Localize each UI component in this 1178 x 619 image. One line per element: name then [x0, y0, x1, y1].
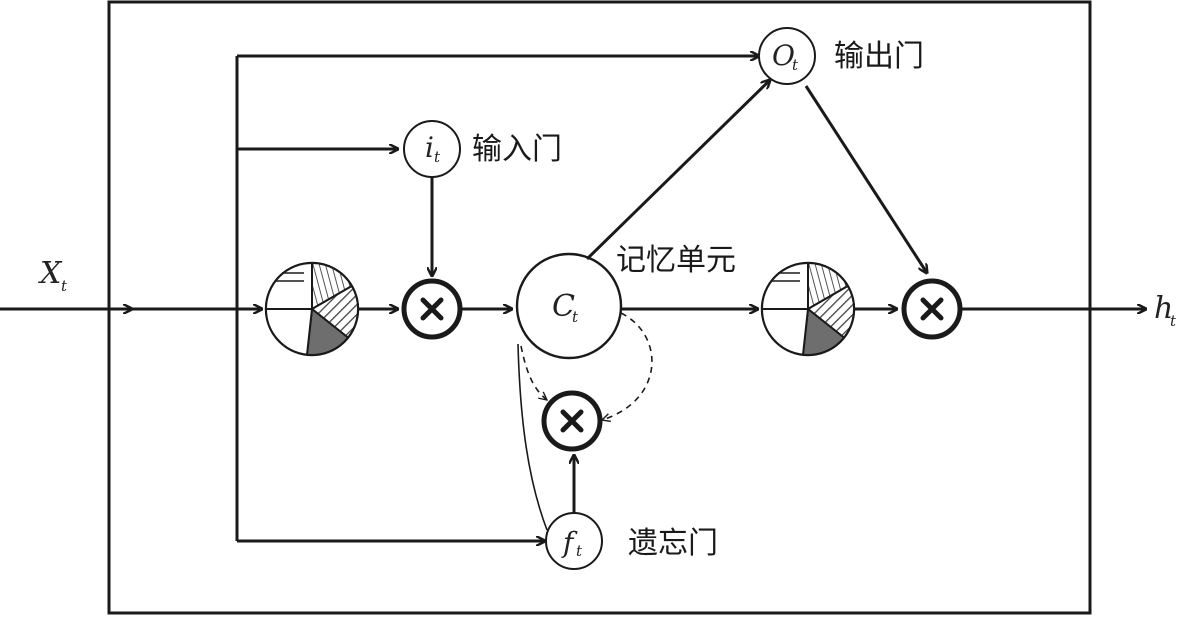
- forget-gate-curve-line: [517, 343, 548, 531]
- activation-pie-icon-1: [264, 261, 360, 357]
- multiply-icon-1: [401, 278, 463, 340]
- output-label: h t: [1154, 291, 1177, 330]
- multiply-icon-2: [901, 278, 963, 340]
- svg-text:i: i: [425, 131, 434, 164]
- svg-text:t: t: [792, 56, 799, 74]
- input-label: X t: [38, 256, 68, 295]
- forget-gate-label: 遗忘门: [628, 526, 718, 561]
- svg-text:t: t: [1170, 312, 1177, 330]
- svg-text:X: X: [38, 256, 63, 291]
- svg-text:t: t: [61, 277, 68, 295]
- forget-gate-node: f t: [545, 512, 603, 570]
- cell-to-forget-multiply-dashed: [520, 345, 547, 400]
- svg-text:t: t: [572, 308, 579, 326]
- output-gate-to-multiply-line: [804, 85, 927, 273]
- memory-cell-label: 记忆单元: [616, 243, 736, 278]
- memory-cell-node: C t: [515, 252, 623, 360]
- svg-text:t: t: [434, 148, 441, 166]
- cell-to-output-gate-line: [585, 80, 770, 261]
- cell-recurrent-dashed: [602, 312, 653, 420]
- activation-pie-icon-2: [760, 261, 856, 357]
- svg-text:O: O: [772, 39, 795, 72]
- input-gate-label: 输入门: [472, 132, 562, 167]
- svg-text:t: t: [576, 542, 583, 560]
- output-gate-label: 输出门: [834, 39, 924, 74]
- multiply-icon-3: [541, 390, 603, 452]
- output-gate-node: O t: [758, 27, 816, 85]
- input-gate-node: i t: [403, 120, 461, 178]
- svg-text:C: C: [552, 289, 575, 324]
- svg-text:h: h: [1154, 291, 1173, 326]
